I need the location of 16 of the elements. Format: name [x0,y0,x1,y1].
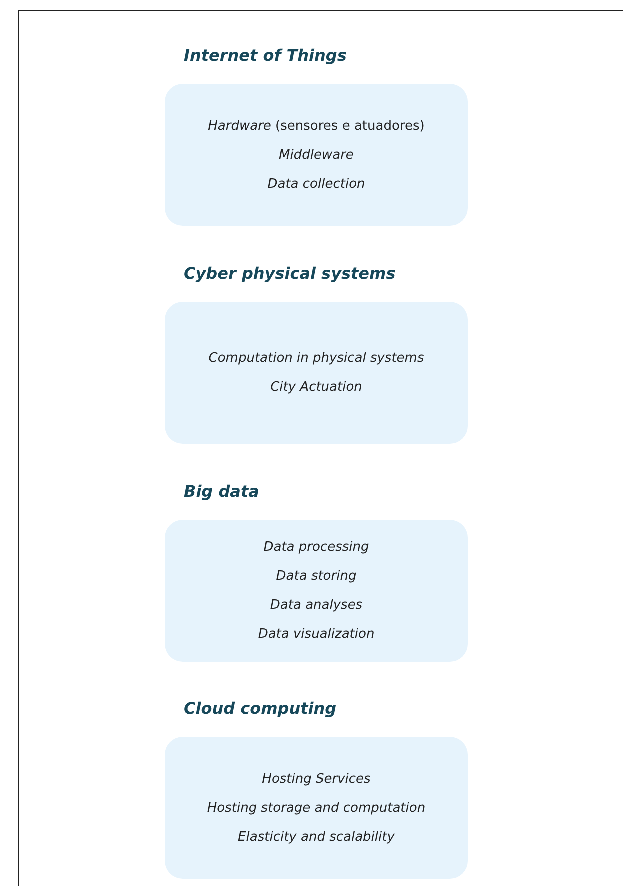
list-item: Data processing [264,539,370,557]
list-item: Hardware (sensores e atuadores) [208,118,425,136]
list-item: Data visualization [258,626,375,644]
list-item: Middleware [279,146,354,164]
section-heading: Big data [184,482,260,501]
section-heading: Cloud computing [184,699,337,718]
list-item: Elasticity and scalability [238,828,395,846]
section-heading: Cyber physical systems [184,264,396,283]
list-item: Data analyses [270,597,363,615]
list-item: Data collection [268,176,366,194]
section-heading: Internet of Things [184,46,347,65]
list-item: Data storing [276,568,357,586]
list-item: City Actuation [270,379,362,397]
list-item: Computation in physical systems [208,350,424,368]
list-item: Hosting Services [262,770,371,788]
list-item: Hosting storage and computation [207,800,426,818]
